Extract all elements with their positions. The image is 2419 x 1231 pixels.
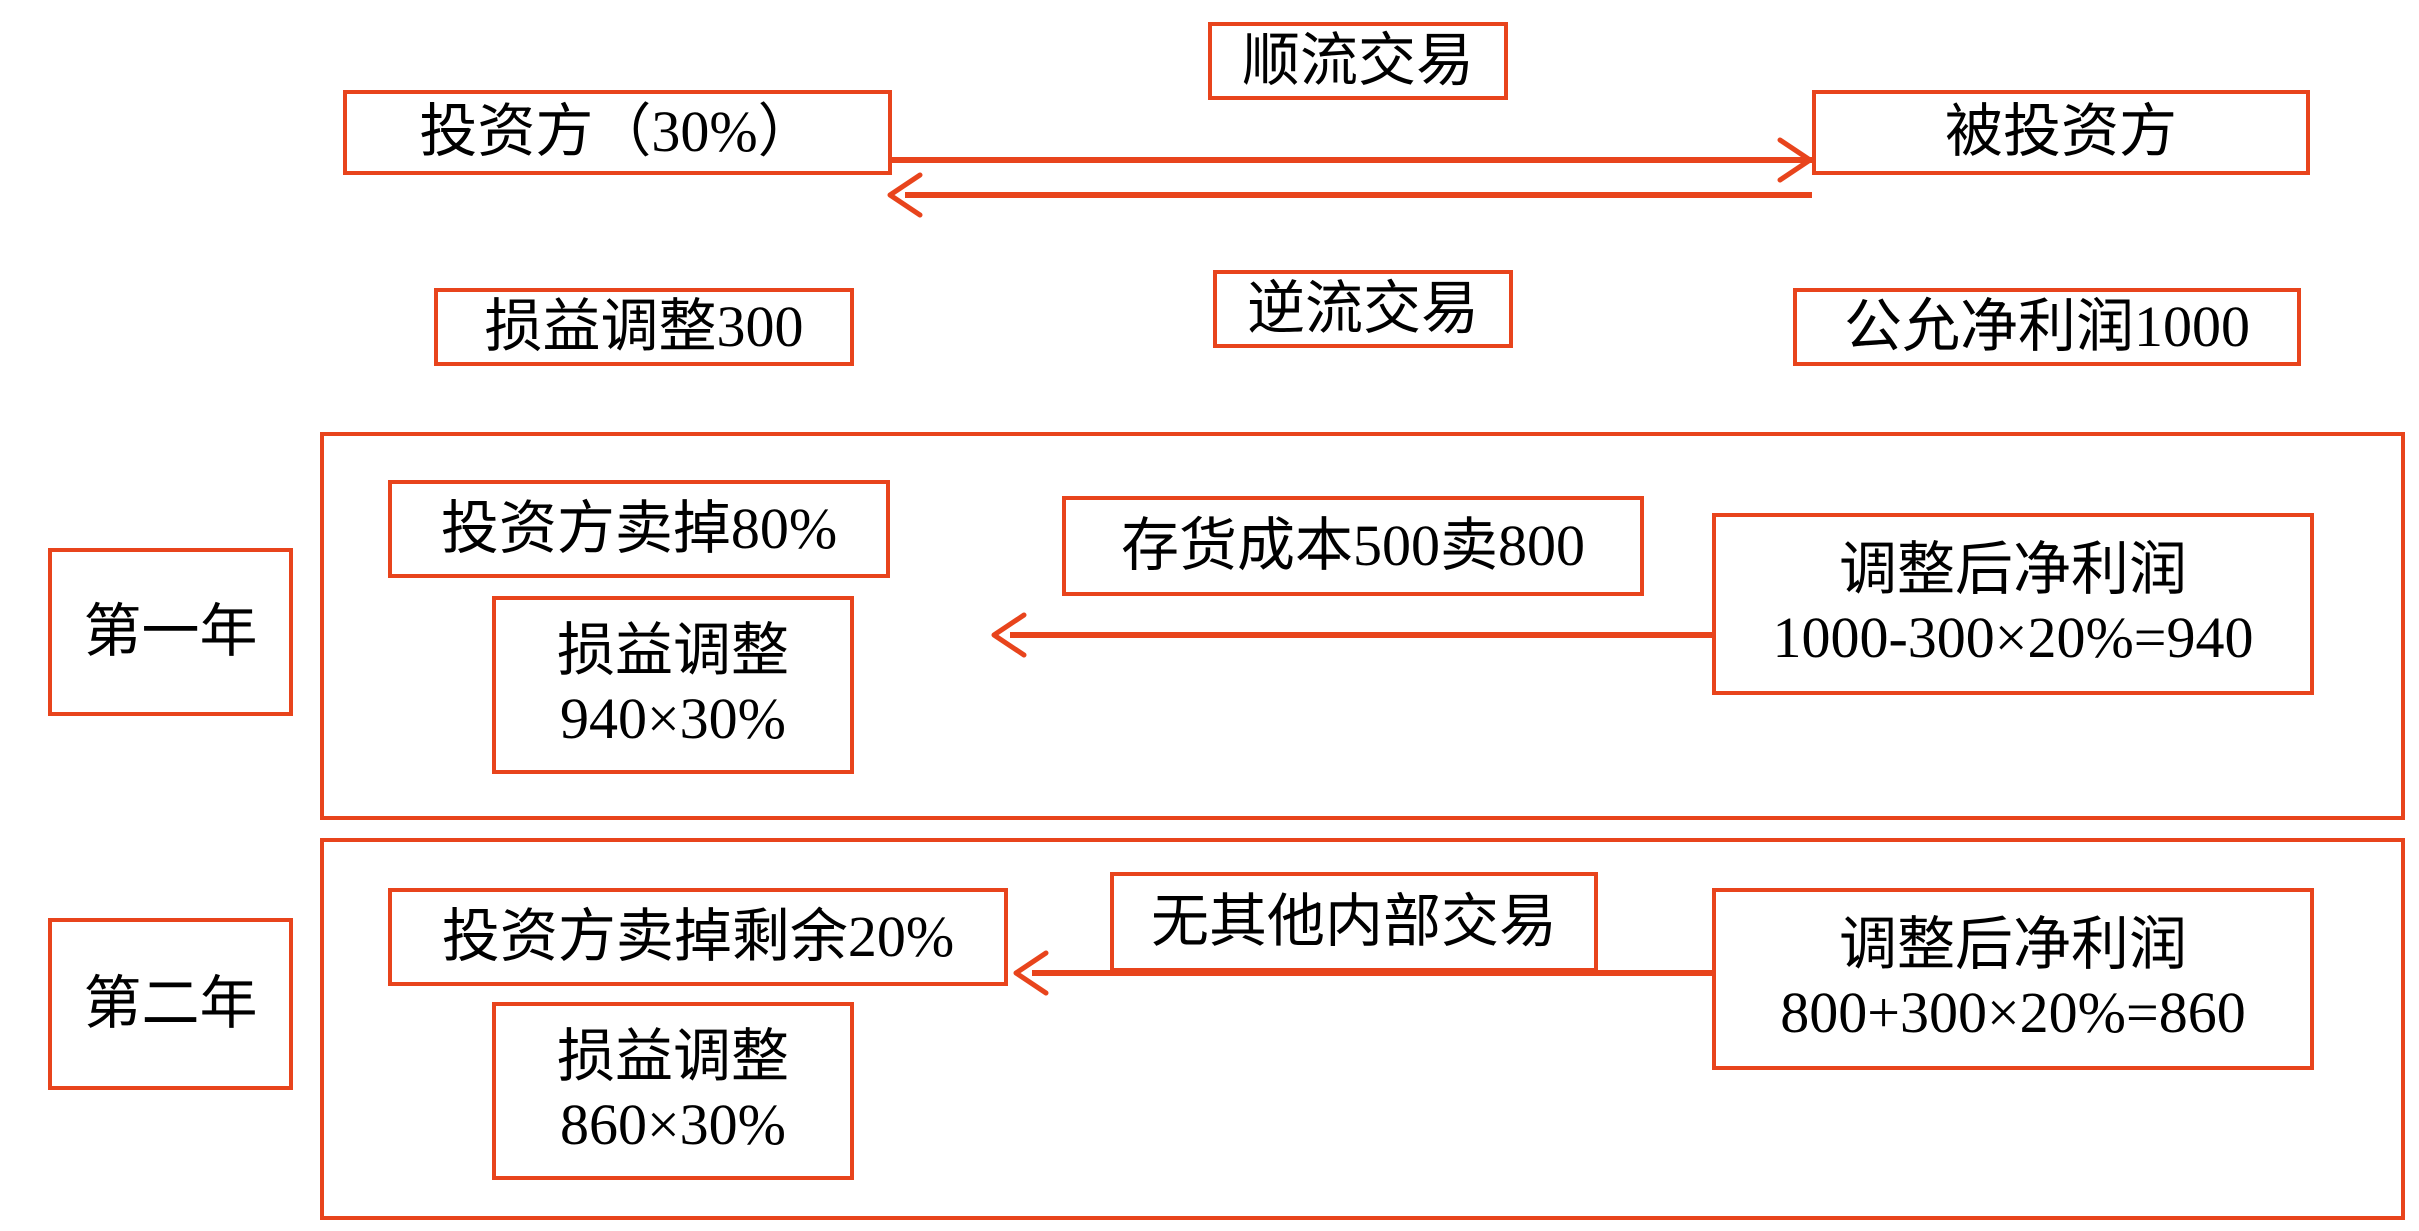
downstream-arrow-line [892,157,1812,163]
investee-fair-net-profit-note: 公允净利润1000 [1793,288,2301,366]
year-two-arrow-line [1032,970,1714,976]
upstream-transaction-label: 逆流交易 [1213,270,1513,348]
year-two-container [320,838,2405,1220]
investor-box: 投资方（30%） [343,90,892,175]
year-one-container [320,432,2405,820]
investor-profit-adjustment-note: 损益调整300 [434,288,854,366]
upstream-arrow-line [905,192,1812,198]
year-two-label: 第二年 [48,918,293,1090]
downstream-transaction-label: 顺流交易 [1208,22,1508,100]
year-one-transaction-box: 存货成本500卖800 [1062,496,1644,596]
upstream-arrow-head [887,172,923,218]
year-one-arrow-head [991,612,1027,658]
downstream-arrow-head [1777,137,1813,183]
year-one-sale-box: 投资方卖掉80% [388,480,890,578]
year-two-sale-box: 投资方卖掉剩余20% [388,888,1008,986]
year-one-label: 第一年 [48,548,293,716]
year-two-net-profit-box: 调整后净利润 800+300×20%=860 [1712,888,2314,1070]
year-one-adjustment-box: 损益调整 940×30% [492,596,854,774]
year-one-arrow-line [1010,632,1713,638]
investee-box: 被投资方 [1812,90,2310,175]
year-two-arrow-head [1013,950,1049,996]
year-two-transaction-box: 无其他内部交易 [1110,872,1598,972]
year-two-adjustment-box: 损益调整 860×30% [492,1002,854,1180]
year-one-net-profit-box: 调整后净利润 1000-300×20%=940 [1712,513,2314,695]
